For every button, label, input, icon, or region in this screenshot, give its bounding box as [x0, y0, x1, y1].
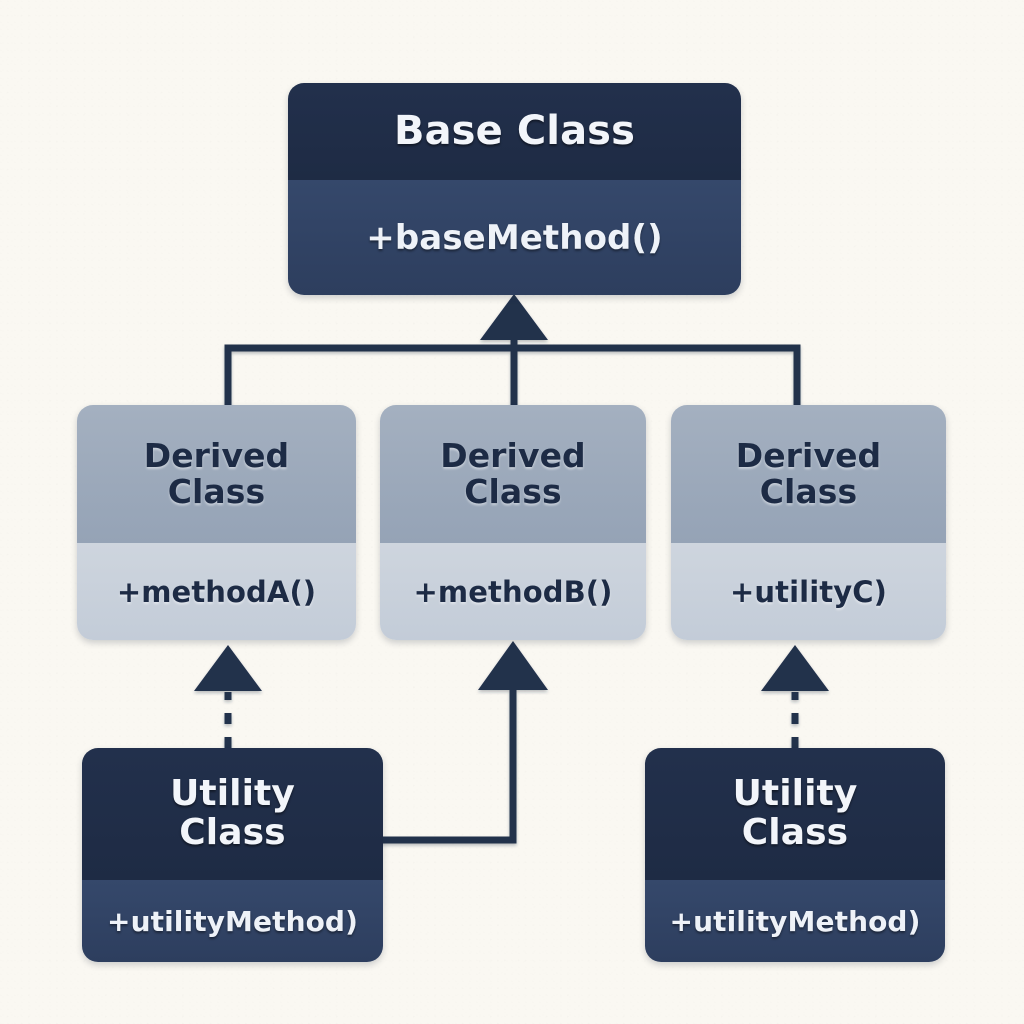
utility-class-right-title-stack: Utility Class	[732, 773, 858, 853]
utility-class-right-title: Utility Class	[645, 748, 945, 880]
class-box-utility-class-left[interactable]: Utility Class +utilityMethod)	[82, 748, 383, 962]
connector-inheritance-bus	[224, 294, 801, 411]
class-box-derived-class-b[interactable]: Derived Class +methodB()	[380, 405, 646, 640]
derived-class-a-title-line-2: Class	[167, 472, 266, 511]
utility-class-left-title: Utility Class	[82, 748, 383, 880]
base-class-method-text: +baseMethod()	[366, 217, 663, 258]
derived-class-c-title-line-2: Class	[759, 472, 858, 511]
derived-class-a-title-stack: Derived Class	[144, 438, 290, 509]
derived-class-c-title: Derived Class	[671, 405, 946, 543]
generalization-arrowhead-icon	[480, 294, 548, 340]
dependency-left-arrowhead-icon	[194, 645, 262, 691]
derived-class-c-method-text: +utilityC)	[730, 574, 887, 609]
connector-association-middle	[379, 641, 548, 844]
derived-class-c-methods: +utilityC)	[671, 543, 946, 640]
utility-class-right-methods: +utilityMethod)	[645, 880, 945, 962]
base-class-title: Base Class	[288, 83, 741, 180]
dependency-right-arrowhead-icon	[761, 645, 829, 691]
utility-class-right-title-line-1: Utility	[732, 773, 858, 815]
derived-class-b-methods: +methodB()	[380, 543, 646, 640]
base-class-methods: +baseMethod()	[288, 180, 741, 295]
derived-class-a-title: Derived Class	[77, 405, 356, 543]
derived-class-a-method-text: +methodA()	[116, 574, 317, 609]
derived-class-c-title-stack: Derived Class	[736, 438, 882, 509]
utility-class-left-methods: +utilityMethod)	[82, 880, 383, 962]
derived-class-a-methods: +methodA()	[77, 543, 356, 640]
association-middle-elbow-line	[379, 686, 517, 844]
class-box-derived-class-c[interactable]: Derived Class +utilityC)	[671, 405, 946, 640]
utility-class-left-title-line-1: Utility	[170, 773, 295, 815]
class-box-utility-class-right[interactable]: Utility Class +utilityMethod)	[645, 748, 945, 962]
connector-dependency-right	[761, 645, 829, 748]
connector-dependency-left	[194, 645, 262, 748]
class-box-derived-class-a[interactable]: Derived Class +methodA()	[77, 405, 356, 640]
base-class-title-text: Base Class	[393, 107, 636, 154]
utility-class-right-title-line-2: Class	[741, 812, 849, 853]
derived-class-b-title: Derived Class	[380, 405, 646, 543]
derived-class-b-title-stack: Derived Class	[440, 438, 586, 509]
derived-class-a-title-line-1: Derived	[143, 436, 290, 476]
utility-class-left-title-stack: Utility Class	[170, 773, 295, 853]
association-middle-arrowhead-icon	[478, 641, 548, 690]
derived-class-c-title-line-1: Derived	[735, 436, 882, 476]
utility-class-right-method-text: +utilityMethod)	[669, 904, 921, 938]
utility-class-left-method-text: +utilityMethod)	[107, 904, 358, 938]
derived-class-b-method-text: +methodB()	[413, 574, 613, 609]
derived-class-b-title-line-2: Class	[464, 472, 562, 511]
class-box-base-class[interactable]: Base Class +baseMethod()	[288, 83, 741, 295]
derived-class-b-title-line-1: Derived	[440, 436, 586, 476]
utility-class-left-title-line-2: Class	[179, 812, 286, 853]
